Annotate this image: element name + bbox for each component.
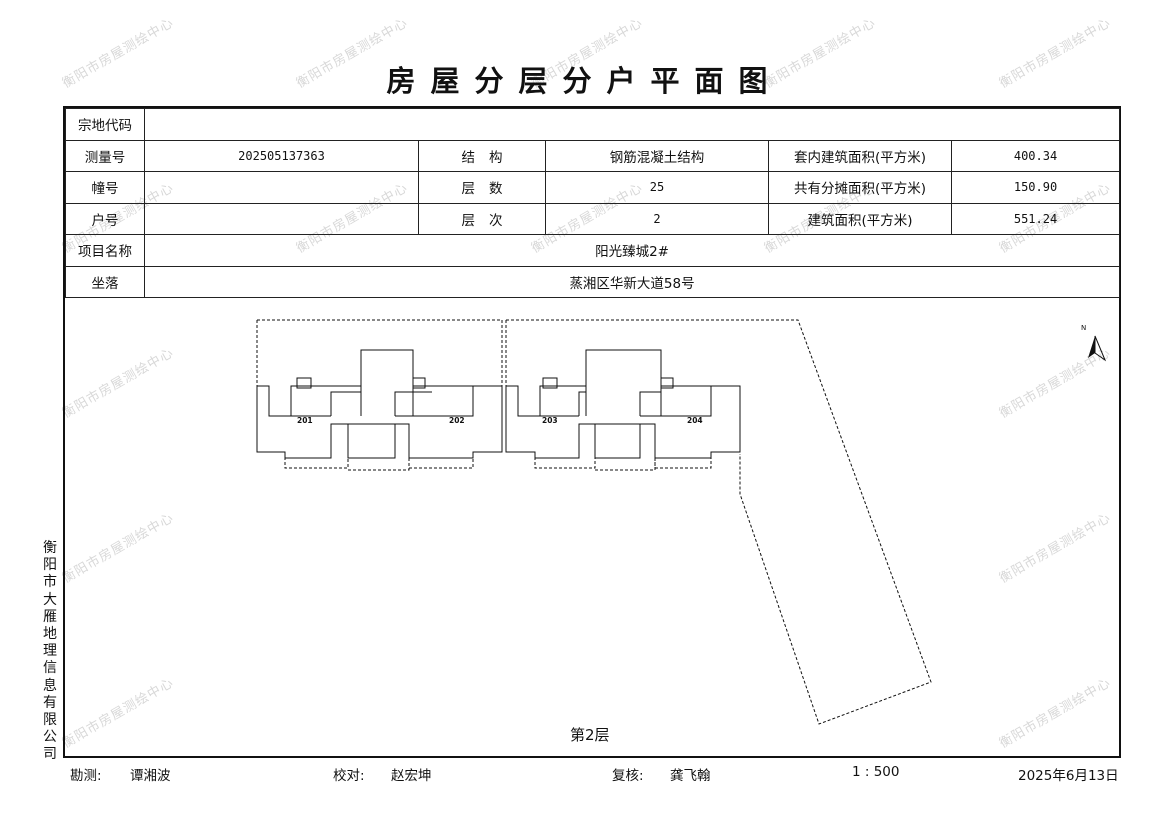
zongdi-label: 宗地代码 <box>65 108 145 141</box>
north-label: N <box>1081 324 1086 332</box>
table-row: 项目名称 阳光臻城2# <box>65 234 1121 267</box>
document-frame: 宗地代码 测量号 202505137363 结构 钢筋混凝土结构 套内建筑面积(… <box>63 106 1121 758</box>
date-text: 2025年6月13日 <box>1018 768 1119 784</box>
table-row: 户号 层次 2 建筑面积(平方米) 551.24 <box>65 202 1121 235</box>
page-title: 房屋分层分户平面图 <box>386 64 783 98</box>
location-value: 蒸湘区华新大道58号 <box>143 265 1121 298</box>
stair-right-b <box>660 377 674 389</box>
stair-left-a <box>296 377 312 389</box>
project-value: 阳光臻城2# <box>143 234 1121 267</box>
surveyor-name: 谭湘波 <box>130 768 171 784</box>
site-outline-left <box>256 319 503 396</box>
floors-label: 层数 <box>418 171 546 204</box>
shared-area-value: 150.90 <box>950 171 1121 204</box>
table-row: 测量号 202505137363 结构 钢筋混凝土结构 套内建筑面积(平方米) … <box>65 139 1121 172</box>
inner-area-value: 400.34 <box>950 139 1121 172</box>
table-row: 幢号 层数 25 共有分摊面积(平方米) 150.90 <box>65 171 1121 204</box>
total-area-value: 551.24 <box>950 202 1121 235</box>
unit-number-202: 202 <box>449 416 465 425</box>
total-area-label: 建筑面积(平方米) <box>768 202 952 235</box>
north-arrow-icon: N <box>1081 324 1107 362</box>
building-label: 幢号 <box>65 171 145 204</box>
unit-label: 户号 <box>65 202 145 235</box>
project-label: 项目名称 <box>65 234 145 267</box>
zongdi-value <box>143 108 1121 141</box>
floor-label: 第2层 <box>570 726 610 744</box>
structure-label: 结构 <box>418 139 546 172</box>
unit-value <box>144 202 419 235</box>
surveyor-label: 勘测: <box>70 768 102 784</box>
unit-number-204: 204 <box>687 416 703 425</box>
reviewer-name: 龚飞翰 <box>670 768 711 784</box>
floor-no-label: 层次 <box>418 202 546 235</box>
floor-plan-drawing: 201 202 203 204 N <box>256 319 1107 725</box>
stair-right-a <box>542 377 558 389</box>
building-outline-right <box>505 349 741 459</box>
table-row: 坐落 蒸湘区华新大道58号 <box>65 265 1121 298</box>
floor-no-value: 2 <box>545 202 769 235</box>
checker-name: 赵宏坤 <box>391 768 432 784</box>
scale-text: 1 : 500 <box>852 764 900 780</box>
floors-value: 25 <box>545 171 769 204</box>
location-label: 坐落 <box>65 265 145 298</box>
balcony-right <box>534 452 712 471</box>
survey-value: 202505137363 <box>144 139 419 172</box>
building-outline-left <box>256 349 503 459</box>
info-table: 宗地代码 测量号 202505137363 结构 钢筋混凝土结构 套内建筑面积(… <box>65 108 1121 298</box>
building-inner-left <box>291 386 474 425</box>
unit-number-203: 203 <box>542 416 558 425</box>
shared-area-label: 共有分摊面积(平方米) <box>768 171 952 204</box>
building-inner-right <box>540 386 712 425</box>
inner-area-label: 套内建筑面积(平方米) <box>768 139 952 172</box>
balcony-left <box>284 452 474 471</box>
building-value <box>144 171 419 204</box>
structure-value: 钢筋混凝土结构 <box>545 139 769 172</box>
site-outline-right <box>505 319 932 725</box>
checker-label: 校对: <box>333 768 365 784</box>
table-row: 宗地代码 <box>65 108 1121 141</box>
company-vertical-text: 衡阳市大雁地理信息有限公司 <box>43 540 57 763</box>
footer: 勘测: 谭湘波 校对: 赵宏坤 复核: 龚飞翰 1 : 500 2025年6月1… <box>0 764 1169 784</box>
survey-label: 测量号 <box>65 139 145 172</box>
stair-left-b <box>412 377 426 389</box>
unit-number-201: 201 <box>297 416 313 425</box>
reviewer-label: 复核: <box>612 768 644 784</box>
